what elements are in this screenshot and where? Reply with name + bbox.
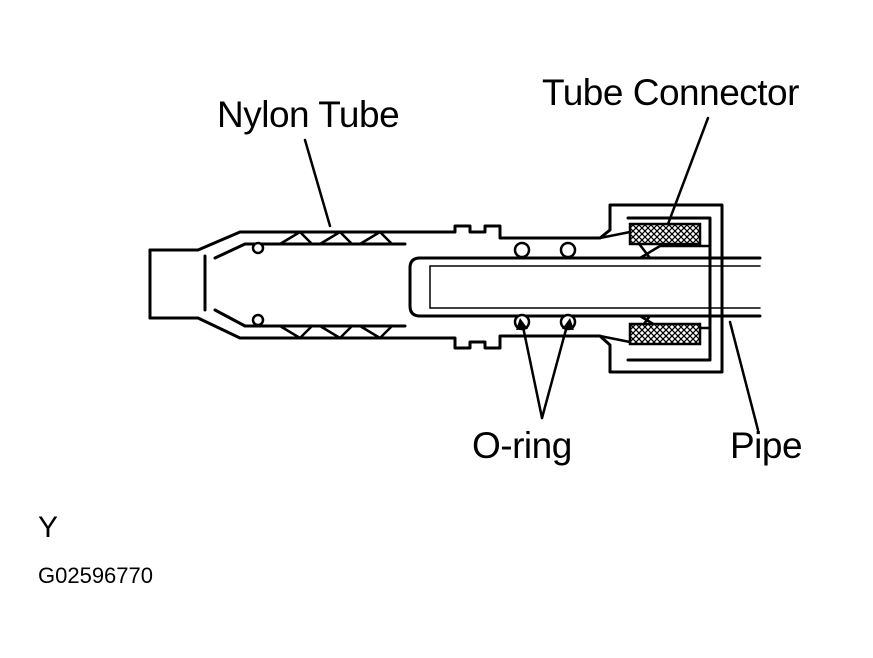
seal-ring-top <box>628 222 702 246</box>
label-tube-connector: Tube Connector <box>542 72 799 113</box>
footer-mark: Y <box>38 511 59 544</box>
label-nylon-tube: Nylon Tube <box>217 94 400 135</box>
tube-barbs <box>278 230 394 340</box>
nylon-tube-body <box>148 230 407 340</box>
leader-arrowheads <box>516 318 574 330</box>
label-pipe: Pipe <box>730 425 803 466</box>
seal-ring-bottom <box>628 322 702 346</box>
tube-ring-bottom <box>251 313 265 327</box>
pipe <box>408 256 762 318</box>
label-o-ring: O-ring <box>472 425 572 466</box>
figure-code: G02596770 <box>38 563 153 588</box>
o-ring-top-left <box>513 241 531 259</box>
o-ring-top-right <box>559 241 577 259</box>
leader-lines <box>303 116 760 432</box>
tube-ring-top <box>251 241 265 255</box>
